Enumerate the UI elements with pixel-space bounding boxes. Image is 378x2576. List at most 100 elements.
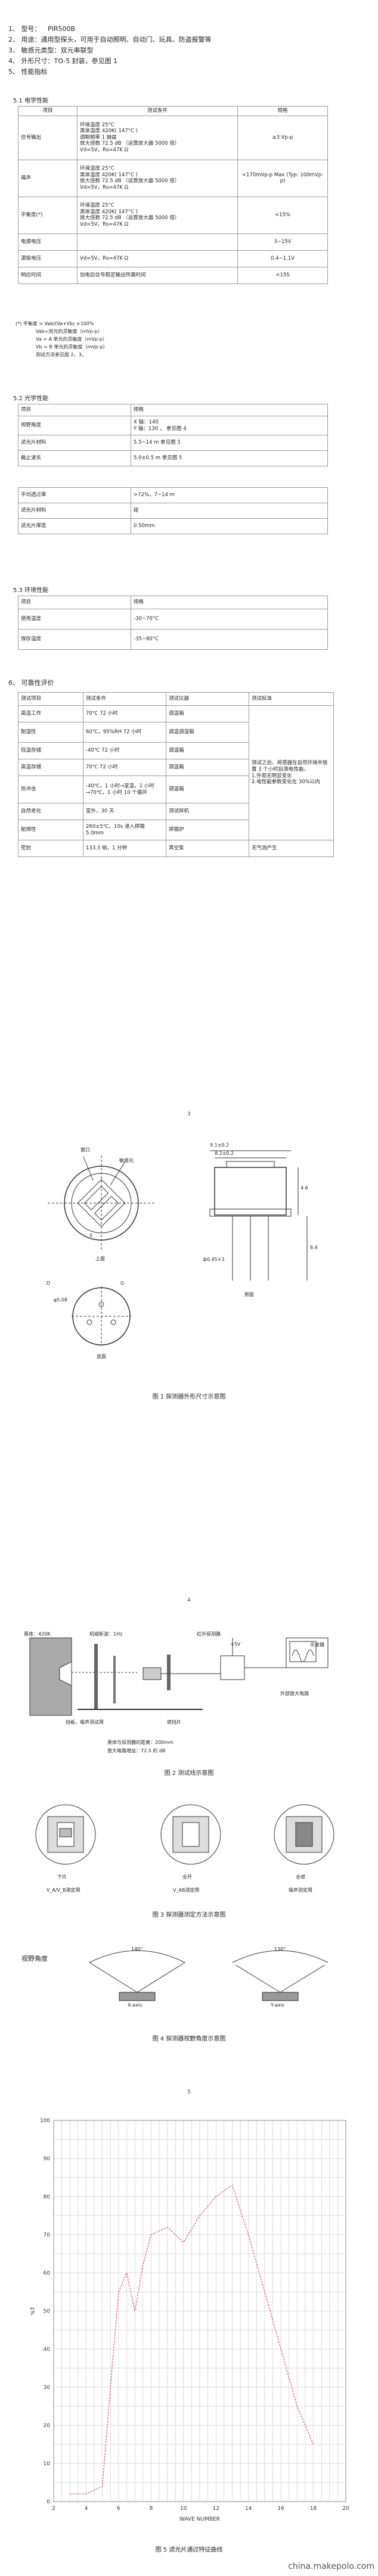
table-cell: 测试之后、将感器在自然环境中放置 3 个小时后测电性能。 1.外观无明显变化 2… <box>249 705 334 840</box>
table-cell: 60℃，95%RH 72 小时 <box>83 722 166 743</box>
x-axis-label: WAVE NUMBER <box>179 2516 220 2522</box>
cell-line: 黑体温度 420K( 147°C ) <box>80 208 138 215</box>
usage-line: 2、 用途：通用型探头，可用于自动照明、自动门、玩具、防盗报警等 <box>8 35 212 44</box>
table-row: 使用温度 -30~70°C <box>18 609 328 630</box>
table-cell: 噪声 <box>18 159 78 197</box>
y-tick-label: 20 <box>44 2423 51 2429</box>
table-cell: 保存温度 <box>18 629 131 650</box>
y-tick-label: 0 <box>47 2499 50 2505</box>
table-cell: -35~80°C <box>131 629 328 650</box>
element-type-text: 敏感元类型：双元串联型 <box>21 46 94 54</box>
table-cell: 环境温度 25°C 黑体温度 420K( 147°C ) 放大倍数 72.5 d… <box>77 196 238 234</box>
dimension-label: 4.6 <box>300 1185 308 1191</box>
filter-table: 平均透过率 >72%，7~14 m 滤光片材料 硅 滤光片厚度 0.50mm <box>18 487 328 534</box>
table-cell: 滤光片材料 <box>18 435 131 451</box>
ir-sensor-label: 红外探测器 <box>197 1631 221 1637</box>
figure-4-drawing <box>89 1950 329 2001</box>
figure-3-drawing <box>35 1804 334 1865</box>
table-cell: 热冲击 <box>18 775 83 803</box>
table-cell: 5.5~14 m 参见图 5 <box>131 435 328 451</box>
method-label: V_A/V_B测定用 <box>47 1887 80 1893</box>
table-cell: 3~15V <box>237 233 328 251</box>
x-tick-label: 16 <box>277 2506 284 2512</box>
scope-label: 示波器 <box>310 1642 324 1647</box>
table-header-row: 项目 测试条件 规格 <box>18 106 328 116</box>
x-tick-label: 6 <box>117 2506 120 2512</box>
table-cell: Vd=5V，Rs=47K Ω <box>77 250 238 267</box>
table-cell: 密封 <box>18 840 83 857</box>
watermark: china.makepolo.com <box>288 2562 374 2571</box>
table-cell: -30~70°C <box>131 609 328 630</box>
table-cell: 调温箱 <box>166 775 249 803</box>
environment-table: 项目 规格 使用温度 -30~70°C 保存温度 -35~80°C <box>18 596 328 650</box>
table-header: 测试条件 <box>77 106 238 116</box>
table-cell: -40℃，1 小时→室温，1 小时→70℃，1 小时 10 个循环 <box>83 775 166 803</box>
table-header: 测试仪器 <box>166 692 249 706</box>
table-cell: 平衡度(*) <box>18 196 78 234</box>
reliability-table: 测试项目 测试条件 测试仪器 测试标准 高温工作 70℃ 72 小时 调温箱 测… <box>18 692 334 857</box>
x-tick-label: 2 <box>52 2506 55 2512</box>
performance-text: 性能指标 <box>21 68 48 76</box>
table-cell: 低温存储 <box>18 742 83 759</box>
table-cell: 环境温度 25°C 黑体温度 420K( 147°C ) 放大倍数 72.5 d… <box>77 159 238 197</box>
table-header-row: 测试项目 测试条件 测试仪器 测试标准 <box>18 692 334 706</box>
table-cell: 响应时间 <box>18 266 78 284</box>
view-angle-title: 视野角度 <box>21 1955 48 1963</box>
model-label: 型号： <box>21 25 41 33</box>
table-header: 规格 <box>131 404 328 416</box>
table-cell: 使用温度 <box>18 609 131 630</box>
table-cell: 260±5℃，10s 浸入焊锡 5.0mm <box>83 820 166 840</box>
item-number: 5、 <box>8 68 19 76</box>
section-title: 5.2 光学性能 <box>13 395 49 402</box>
pin-label: S <box>89 1233 93 1238</box>
table-cell: 133.3 帕，1 分钟 <box>83 840 166 857</box>
view-label: 侧面 <box>244 1292 254 1297</box>
table-row: 信号输出 环境温度 25°C 黑体温度 420K( 147°C ) 调制频率 1… <box>18 115 328 160</box>
figure-caption: 图 3 探测器测定方法示意图 <box>152 1912 226 1918</box>
table-header: 项目 <box>18 106 78 116</box>
dimension-label: 9.1±0.2 <box>210 1142 230 1148</box>
cell-line: 黑体温度 420K( 147°C ) <box>80 172 138 178</box>
table-cell: 调温箱 <box>166 742 249 759</box>
blackbody-label: 黑体：420K <box>24 1631 51 1637</box>
table-header: 项目 <box>18 404 131 416</box>
figure-1-drawing <box>48 1150 308 1346</box>
table-row: 耐焊性 260±5℃，10s 浸入焊锡 5.0mm 焊锡炉 <box>18 820 334 840</box>
cell-line: 黑体温度 420K( 147°C ) <box>80 128 138 135</box>
table-row: 滤光片厚度 0.50mm <box>18 518 328 534</box>
y-tick-label: 100 <box>40 2118 50 2124</box>
item-number: 4、 <box>8 57 19 65</box>
table-row: 保存温度 -35~80°C <box>18 629 328 650</box>
y-tick-label: 90 <box>44 2156 51 2162</box>
table-row: 滤光片材料 5.5~14 m 参见图 5 <box>18 435 328 451</box>
table-cell: 室外，30 天 <box>83 803 166 820</box>
y-tick-label: 60 <box>44 2270 51 2276</box>
page-number: 5 <box>187 2089 191 2095</box>
table-header: 规格 <box>131 596 328 609</box>
table-header: 测试项目 <box>18 692 83 706</box>
y-tick-label: 50 <box>44 2309 51 2315</box>
table-cell: 无气泡产生 <box>249 840 334 857</box>
table-row: 源极电压 Vd=5V，Rs=47K Ω 0.4~1.1V <box>18 250 328 267</box>
cell-line: 1.外观无明显变化 <box>252 773 292 779</box>
cell-line: 测试之后、将感器在自然环境中放置 3 个小时后测电性能。 <box>252 760 328 773</box>
table-cell: 0.4~1.1V <box>237 250 328 267</box>
table-cell: 自然老化 <box>18 803 83 820</box>
cell-line: Vd=5V，Rs=47K Ω <box>80 147 129 154</box>
table-cell: 0.50mm <box>131 518 328 534</box>
method-sub-label: 全遮 <box>296 1874 305 1880</box>
method-label: 噪声测定用 <box>289 1887 312 1893</box>
cell-line: 环境温度 25°C <box>80 122 114 128</box>
y-tick-label: 80 <box>44 2194 51 2200</box>
cell-line: 2.电性能参数变化在 30%以内 <box>252 779 320 786</box>
table-cell: 视野角度 <box>18 416 131 435</box>
dimension-line: 4、 外形尺寸：TO-5 封装，参见图 1 <box>8 56 117 66</box>
figure-caption: 图 2 测试线示意图 <box>164 1770 214 1777</box>
model-value: PIR500B <box>48 25 76 33</box>
table-row: 平衡度(*) 环境温度 25°C 黑体温度 420K( 147°C ) 放大倍数… <box>18 196 328 234</box>
table-cell: <15% <box>237 196 328 234</box>
view-label: 上面 <box>95 1256 105 1261</box>
note-line: Vab=双元的灵敏度（mVp-p） <box>36 329 103 334</box>
cell-line: 环境温度 25°C <box>80 202 114 208</box>
table-cell <box>77 233 238 251</box>
